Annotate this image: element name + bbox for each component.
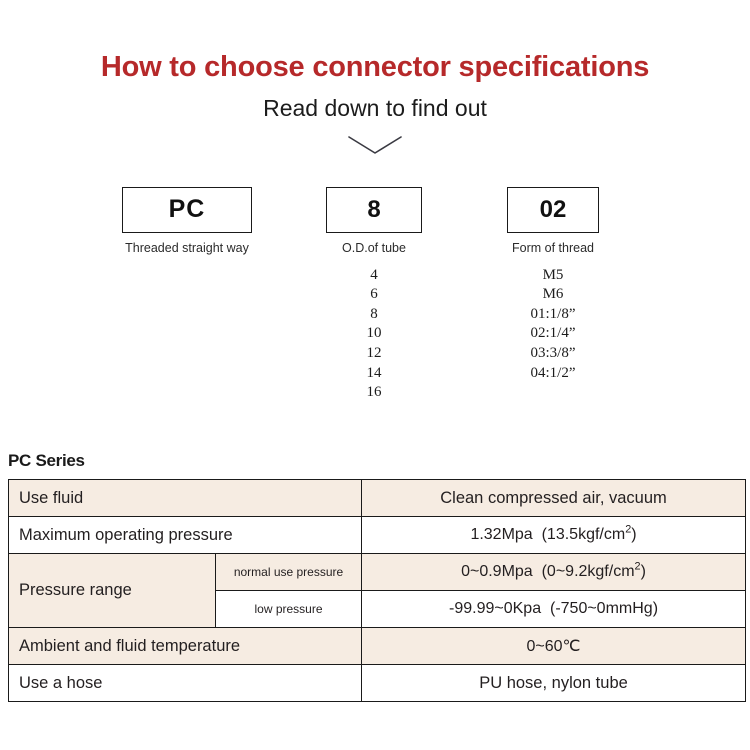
option-item[interactable]: 10: [366, 325, 382, 342]
caption-series: Threaded straight way: [125, 240, 249, 255]
row-value: PU hose, nylon tube: [361, 664, 747, 702]
option-item[interactable]: M6: [542, 286, 564, 303]
row-label: Maximum operating pressure: [7, 516, 363, 554]
spec-table-title: PC Series: [8, 451, 85, 470]
selector-column-thread: 02 Form of thread M5 M6 01:1/8” 02:1/4” …: [507, 186, 599, 384]
row-sub-label: low pressure: [214, 590, 363, 628]
row-value: Clean compressed air, vacuum: [361, 479, 747, 517]
option-list-thread: M5 M6 01:1/8” 02:1/4” 03:3/8” 04:1/2”: [507, 266, 599, 384]
page-subtitle: Read down to find out: [263, 95, 487, 122]
option-item[interactable]: 4: [370, 266, 378, 283]
option-item[interactable]: 03:3/8”: [530, 344, 576, 361]
option-item[interactable]: 16: [366, 384, 382, 401]
option-item[interactable]: 01:1/8”: [530, 305, 576, 322]
header: How to choose connector specifications R…: [0, 0, 750, 173]
table-row: Use fluid Clean compressed air, vacuum: [7, 479, 747, 517]
option-item[interactable]: 6: [370, 286, 378, 303]
option-item[interactable]: 14: [366, 364, 382, 381]
row-value: 0~0.9Mpa (0~9.2kgf/cm2): [361, 553, 747, 591]
row-label: Use a hose: [7, 664, 363, 702]
table-row: low pressure -99.99~0Kpa (-750~0mmHg): [9, 590, 747, 628]
table-row: Pressure range normal use pressure 0~0.9…: [8, 553, 747, 628]
code-box-series[interactable]: PC: [122, 186, 252, 233]
selector-column-series: PC Threaded straight way: [122, 186, 252, 266]
part-number-selector: PC Threaded straight way 8 O.D.of tube 4…: [0, 186, 750, 400]
code-box-od[interactable]: 8: [326, 186, 422, 233]
page-title: How to choose connector specifications: [100, 51, 650, 83]
selector-column-od: 8 O.D.of tube 4 6 8 10 12 14 16: [326, 186, 422, 403]
chevron-down-icon: [348, 135, 402, 154]
option-item[interactable]: 02:1/4”: [530, 325, 576, 342]
row-sub-label: normal use pressure: [214, 553, 363, 591]
option-item[interactable]: 04:1/2”: [530, 364, 576, 381]
row-label: Use fluid: [7, 479, 363, 517]
row-label: Ambient and fluid temperature: [7, 627, 363, 665]
table-row: Maximum operating pressure 1.32Mpa (13.5…: [7, 516, 747, 554]
code-box-thread[interactable]: 02: [507, 186, 599, 233]
row-value: -99.99~0Kpa (-750~0mmHg): [361, 590, 747, 628]
caption-od: O.D.of tube: [342, 240, 406, 255]
option-item[interactable]: 8: [370, 305, 378, 322]
caption-thread: Form of thread: [512, 240, 594, 255]
option-item[interactable]: M5: [542, 266, 564, 283]
chevron-down-icon-wrap: [0, 121, 750, 173]
row-value: 1.32Mpa (13.5kgf/cm2): [361, 516, 747, 554]
spec-table: Use fluid Clean compressed air, vacuum M…: [7, 479, 747, 702]
row-value: 0~60℃: [361, 627, 747, 665]
table-row: Ambient and fluid temperature 0~60℃: [7, 627, 747, 665]
table-row: Use a hose PU hose, nylon tube: [7, 664, 747, 702]
row-label: Pressure range: [8, 553, 216, 628]
option-item[interactable]: 12: [366, 344, 382, 361]
option-list-od: 4 6 8 10 12 14 16: [326, 266, 422, 403]
